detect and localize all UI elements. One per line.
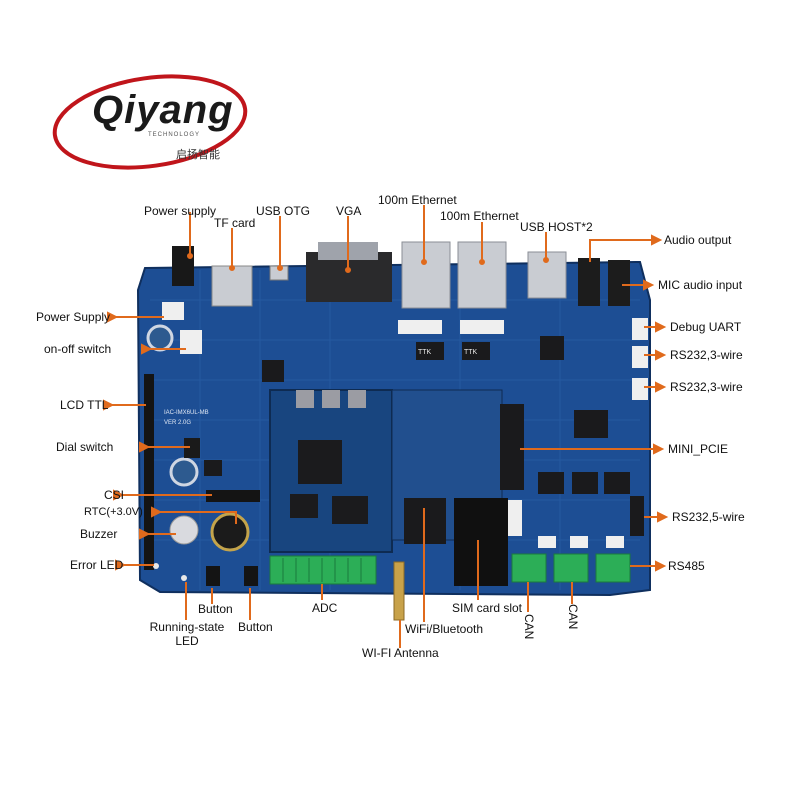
- label-buzzer: Buzzer: [80, 527, 118, 541]
- silk-board-ver: VER 2.0G: [164, 420, 191, 426]
- label-audio-output: Audio output: [664, 233, 732, 247]
- can-terminal-1: [511, 553, 547, 583]
- debug-uart-connector: [632, 318, 648, 340]
- label-debug-uart: Debug UART: [670, 320, 742, 334]
- logo-subtitle: TECHNOLOGY: [148, 132, 201, 138]
- rs485-terminal: [595, 553, 631, 583]
- can-connector: [606, 536, 624, 548]
- silk-chip-b: TTK: [464, 349, 478, 356]
- label-ethernet-1: 100m Ethernet: [378, 193, 457, 207]
- can-connector: [570, 536, 588, 548]
- label-error-led: Error LED: [70, 558, 124, 572]
- circuit-board: [136, 241, 651, 621]
- label-rtc: RTC(+3.0V): [84, 506, 143, 518]
- chip: [262, 360, 284, 382]
- rs232-connector: [632, 346, 648, 368]
- rs232-5wire-connector: [630, 496, 644, 536]
- running-led: [181, 575, 187, 581]
- push-button-1: [206, 566, 220, 586]
- chip: [348, 390, 366, 408]
- switch-connector: [180, 330, 202, 354]
- label-button-2: Button: [238, 620, 273, 634]
- label-rs232-5wire: RS232,5-wire: [672, 510, 745, 524]
- logo-wordmark: Qiyang: [92, 88, 234, 132]
- label-tf-card: TF card: [214, 216, 256, 230]
- audio-jack: [578, 258, 600, 306]
- label-can-2: CAN: [566, 604, 580, 630]
- chip: [416, 342, 444, 360]
- label-power-supply-top: Power supply: [144, 204, 217, 218]
- wifi-antenna: [393, 561, 405, 621]
- label-rs485: RS485: [668, 559, 705, 573]
- silk-board-name: IAC-IMX6UL-MB: [164, 410, 209, 416]
- adc-terminal: [269, 555, 377, 585]
- silk-chip-a: TTK: [418, 349, 432, 356]
- chip: [604, 472, 630, 494]
- label-usb-host: USB HOST*2: [520, 220, 593, 234]
- push-button-2: [244, 566, 258, 586]
- label-ethernet-2: 100m Ethernet: [440, 209, 519, 223]
- eth-led-connector: [460, 320, 504, 334]
- mini-pcie-slot: [500, 404, 524, 490]
- lcd-ttl-header: [144, 374, 154, 570]
- eth-led-connector: [398, 320, 442, 334]
- buzzer: [169, 515, 199, 545]
- memory-chip: [290, 494, 318, 518]
- error-led: [153, 563, 159, 569]
- tf-card-slot: [211, 265, 253, 307]
- rtc-battery: [210, 512, 250, 552]
- cpu-chip: [298, 440, 342, 484]
- dial-switch: [184, 438, 200, 458]
- rs232-5wire-housing: [506, 500, 522, 536]
- chip: [540, 336, 564, 360]
- capacitor: [146, 324, 174, 352]
- label-rs232-b: RS232,3-wire: [670, 380, 743, 394]
- sim-card-slot: [454, 498, 508, 586]
- label-power-supply-left: Power Supply: [36, 310, 111, 324]
- capacitor: [169, 457, 199, 487]
- label-usb-otg: USB OTG: [256, 204, 311, 218]
- label-csi: CSI: [104, 488, 125, 502]
- chip: [204, 460, 222, 476]
- mic-jack: [608, 260, 630, 306]
- label-on-off-switch: on-off switch: [44, 342, 112, 356]
- chip: [572, 472, 598, 494]
- label-mini-pcie: MINI_PCIE: [668, 442, 729, 456]
- label-can-1: CAN: [522, 614, 536, 640]
- label-vga: VGA: [336, 204, 362, 218]
- ethernet-port-1: [401, 241, 451, 309]
- chip: [322, 390, 340, 408]
- label-mic-input: MIC audio input: [658, 278, 743, 292]
- csi-header: [206, 490, 260, 502]
- chip: [296, 390, 314, 408]
- logo-ring: [52, 74, 248, 170]
- label-wifi-bluetooth: WiFi/Bluetooth: [405, 622, 484, 636]
- can-connector: [538, 536, 556, 548]
- rs232-connector: [632, 378, 648, 400]
- memory-chip: [332, 496, 368, 524]
- label-adc: ADC: [312, 601, 338, 615]
- label-running-led: Running-state LED: [149, 620, 225, 648]
- label-lcd-ttl: LCD TTL: [60, 398, 109, 412]
- label-wifi-antenna: WI-FI Antenna: [362, 646, 439, 660]
- logo-chinese: 启扬智能: [176, 148, 220, 161]
- label-rs232-a: RS232,3-wire: [670, 348, 743, 362]
- can-terminal-2: [553, 553, 589, 583]
- power-connector: [162, 302, 184, 320]
- label-sim-card-slot: SIM card slot: [452, 601, 523, 615]
- chip: [538, 472, 564, 494]
- label-button-1: Button: [198, 602, 233, 616]
- chip: [462, 342, 490, 360]
- label-dial-switch: Dial switch: [56, 440, 114, 454]
- chip: [574, 410, 608, 438]
- callout-leaders: [103, 205, 669, 648]
